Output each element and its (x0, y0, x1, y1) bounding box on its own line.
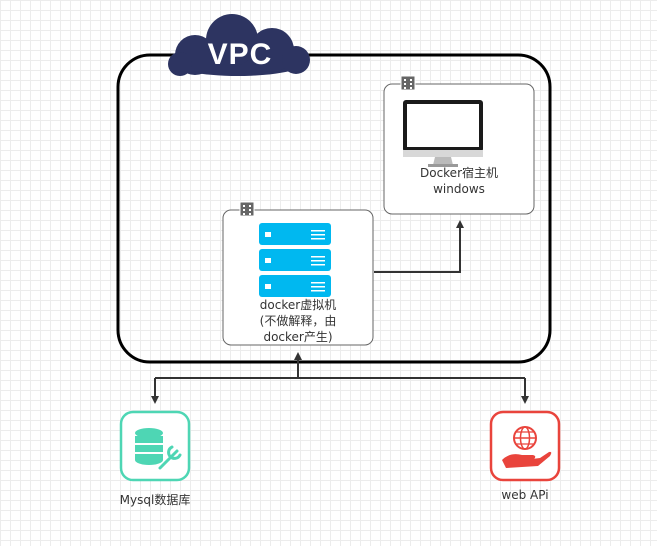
building-icon (239, 201, 255, 217)
vpc-container[interactable] (116, 53, 552, 364)
web-api-icon[interactable] (489, 410, 561, 482)
docker-vm-label-line3: docker产生) (263, 330, 333, 344)
docker-vm-label: docker虚拟机 (不做解释，由 docker产生) (223, 297, 373, 345)
mysql-database-icon[interactable] (119, 410, 191, 482)
mysql-label: Mysql数据库 (119, 493, 191, 507)
docker-host-label-line1: Docker宿主机 (419, 166, 499, 180)
vm-to-host-connector[interactable] (374, 220, 464, 273)
docker-host-label: Docker宿主机 windows (384, 165, 534, 197)
docker-vm-label-line2: (不做解释，由 (259, 314, 337, 328)
server-rack-icon (259, 223, 331, 297)
vpc-label: VPC (207, 38, 273, 71)
monitor-icon (403, 100, 483, 167)
docker-host-label-line2: windows (433, 182, 485, 196)
web-api-label: web APi (501, 488, 549, 502)
vpc-cloud-icon (168, 14, 310, 76)
building-icon (400, 75, 416, 91)
docker-vm-label-line1: docker虚拟机 (259, 298, 337, 312)
